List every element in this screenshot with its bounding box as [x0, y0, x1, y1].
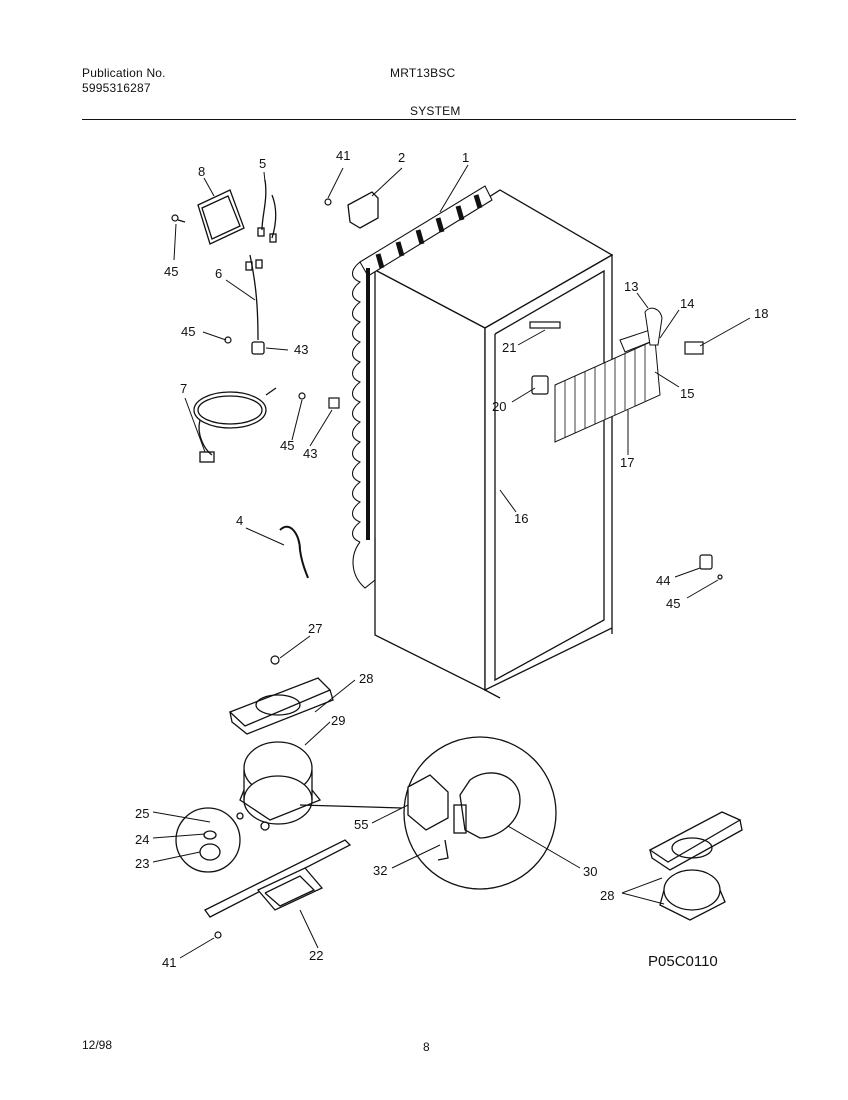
drain-pan [228, 677, 334, 735]
callout-45-d: 45 [666, 596, 680, 611]
callout-43-bottom: 43 [303, 446, 317, 461]
publication-number: 5995316287 [82, 81, 151, 95]
callout-30: 30 [583, 864, 597, 879]
callout-28-right: 28 [600, 888, 614, 903]
callout-22: 22 [309, 948, 323, 963]
callout-4: 4 [236, 513, 243, 528]
callout-32: 32 [373, 863, 387, 878]
callout-44: 44 [656, 573, 670, 588]
callout-16: 16 [514, 511, 528, 526]
callout-7: 7 [180, 381, 187, 396]
model-number: MRT13BSC [390, 66, 456, 80]
callout-1: 1 [462, 150, 469, 165]
callout-5: 5 [259, 156, 266, 171]
condenser-coil [351, 185, 493, 589]
callout-43-top: 43 [294, 342, 308, 357]
panel-part-8 [197, 189, 245, 245]
header-divider [82, 119, 796, 120]
callout-14: 14 [680, 296, 694, 311]
callout-55: 55 [354, 817, 368, 832]
evaporator-coil [554, 307, 663, 443]
callout-2: 2 [398, 150, 405, 165]
callout-41-top: 41 [336, 148, 350, 163]
callout-45-a: 45 [164, 264, 178, 279]
leader-lines [152, 164, 751, 959]
section-title: SYSTEM [410, 104, 461, 118]
footer-date: 12/98 [82, 1038, 113, 1052]
publication-label: Publication No. [82, 66, 166, 80]
base-rail [204, 839, 352, 918]
callout-45-c: 45 [280, 438, 294, 453]
power-cord [193, 387, 277, 463]
grommet-detail [175, 807, 244, 873]
compressor [239, 741, 322, 831]
callout-17: 17 [620, 455, 634, 470]
callout-29: 29 [331, 713, 345, 728]
wire-harness [245, 179, 277, 355]
tube-part-4 [279, 525, 309, 579]
relay-detail [403, 736, 557, 890]
callout-27: 27 [308, 621, 322, 636]
bracket-part-2 [347, 191, 379, 229]
page-number: 8 [423, 1040, 430, 1054]
callout-25: 25 [135, 806, 149, 821]
callout-23: 23 [135, 856, 149, 871]
callout-18: 18 [754, 306, 768, 321]
figure-code: P05C0110 [648, 953, 718, 970]
compressor-assembly-right [648, 811, 743, 921]
callout-24: 24 [135, 832, 149, 847]
callout-41-bottom: 41 [162, 955, 176, 970]
callout-20: 20 [492, 399, 506, 414]
callout-15: 15 [680, 386, 694, 401]
refrigerator-cabinet [373, 189, 614, 699]
callout-28: 28 [359, 671, 373, 686]
callout-45-b: 45 [181, 324, 195, 339]
callout-13: 13 [624, 279, 638, 294]
callout-8: 8 [198, 164, 205, 179]
callout-6: 6 [215, 266, 222, 281]
callout-21: 21 [502, 340, 516, 355]
